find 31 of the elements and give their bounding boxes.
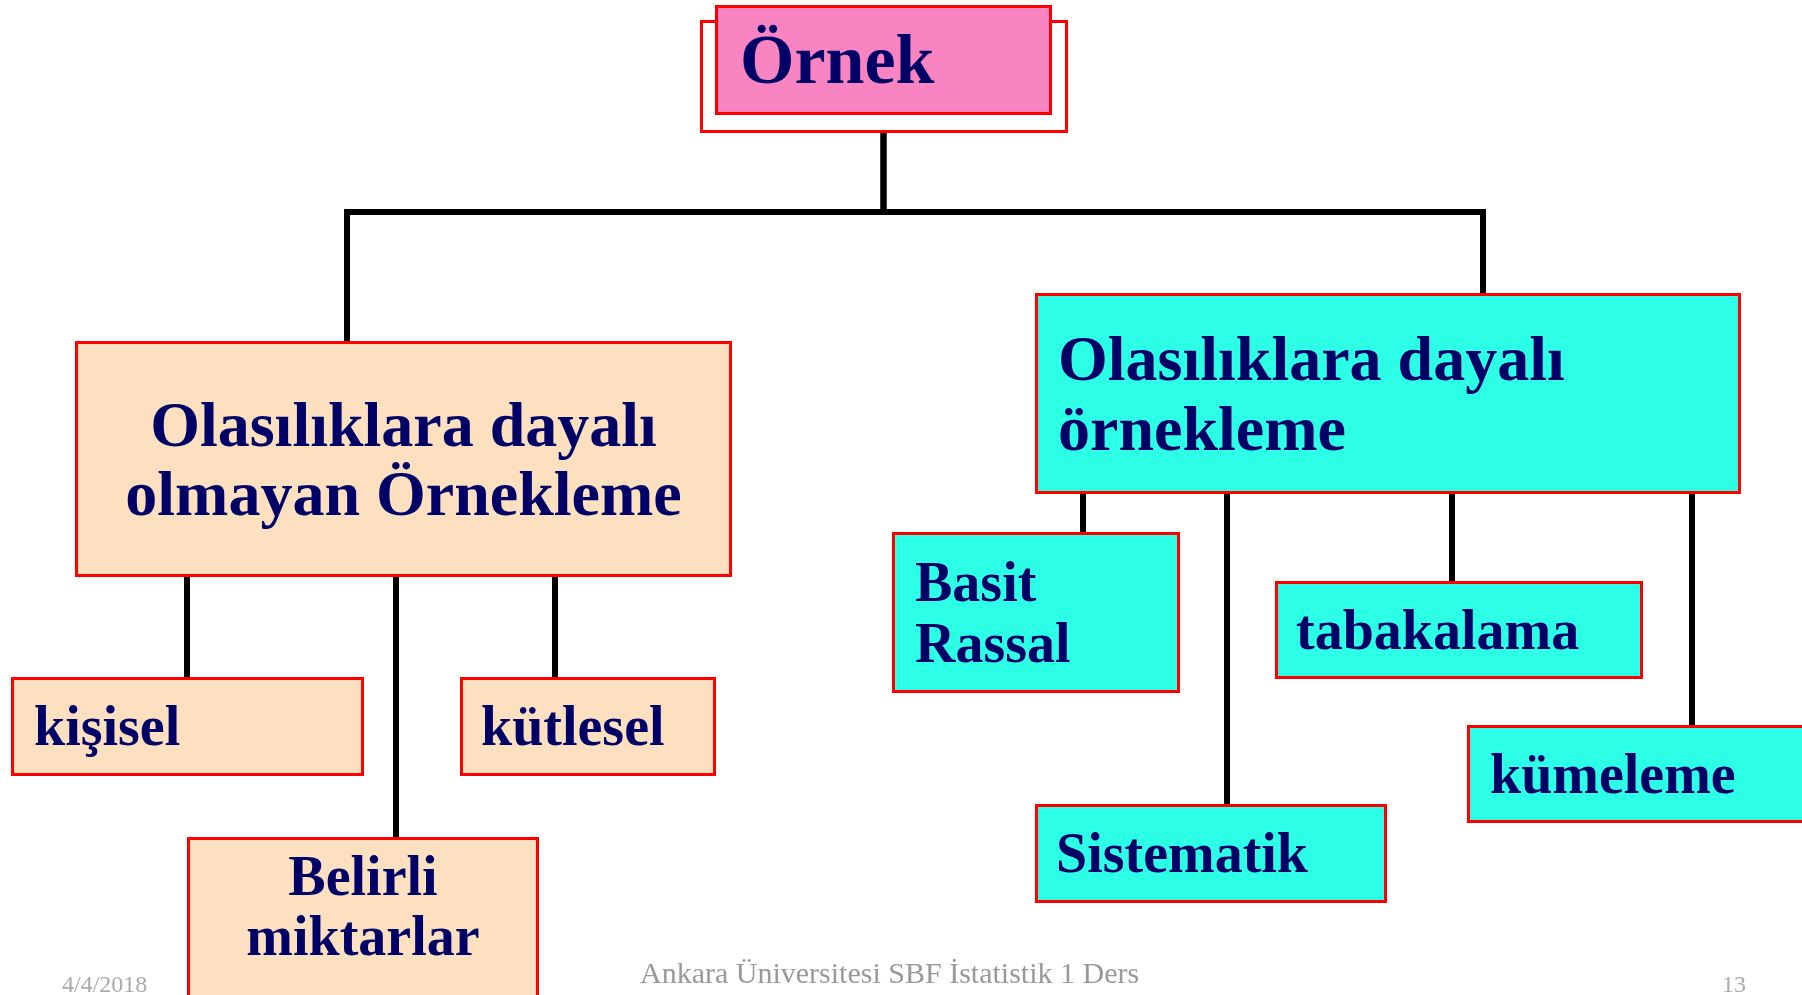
box-label: kütlesel <box>481 696 666 757</box>
category-box <box>1467 725 1802 823</box>
box-label: Belirli miktarlar <box>245 846 481 967</box>
box-label: kümeleme <box>1490 743 1737 805</box>
category-box <box>75 341 732 577</box>
box-label: Sistematik <box>1056 823 1309 884</box>
category-box <box>187 837 539 995</box>
category-box <box>1275 581 1643 679</box>
category-box <box>1035 804 1387 903</box>
category-box <box>1035 293 1741 494</box>
category-box <box>715 5 1052 115</box>
footer-text: 4/4/2018 <box>62 972 148 995</box>
connector-line <box>393 577 399 837</box>
connector-line <box>1449 494 1455 581</box>
box-label: kişisel <box>34 696 182 757</box>
connector-line <box>1080 494 1086 532</box>
box-label: Basit Rassal <box>915 552 1072 673</box>
box-label: Olasılıklara dayalı örnekleme <box>1058 324 1566 463</box>
box-label: Olasılıklara dayalı olmayan Örnekleme <box>124 389 683 529</box>
category-box <box>460 677 716 776</box>
category-box <box>892 532 1180 693</box>
box-label: Örnek <box>740 22 936 98</box>
category-box <box>11 677 364 776</box>
footer-text: Ankara Üniversitesi SBF İstatistik 1 Ders <box>640 958 1140 988</box>
connector-line <box>1224 494 1230 804</box>
footer-text: 13 <box>1722 972 1746 995</box>
box-label: tabakalama <box>1296 599 1581 661</box>
connector-line <box>880 133 1486 293</box>
connector-line <box>1689 494 1695 725</box>
connector-line <box>184 577 190 677</box>
connector-line <box>552 577 558 677</box>
